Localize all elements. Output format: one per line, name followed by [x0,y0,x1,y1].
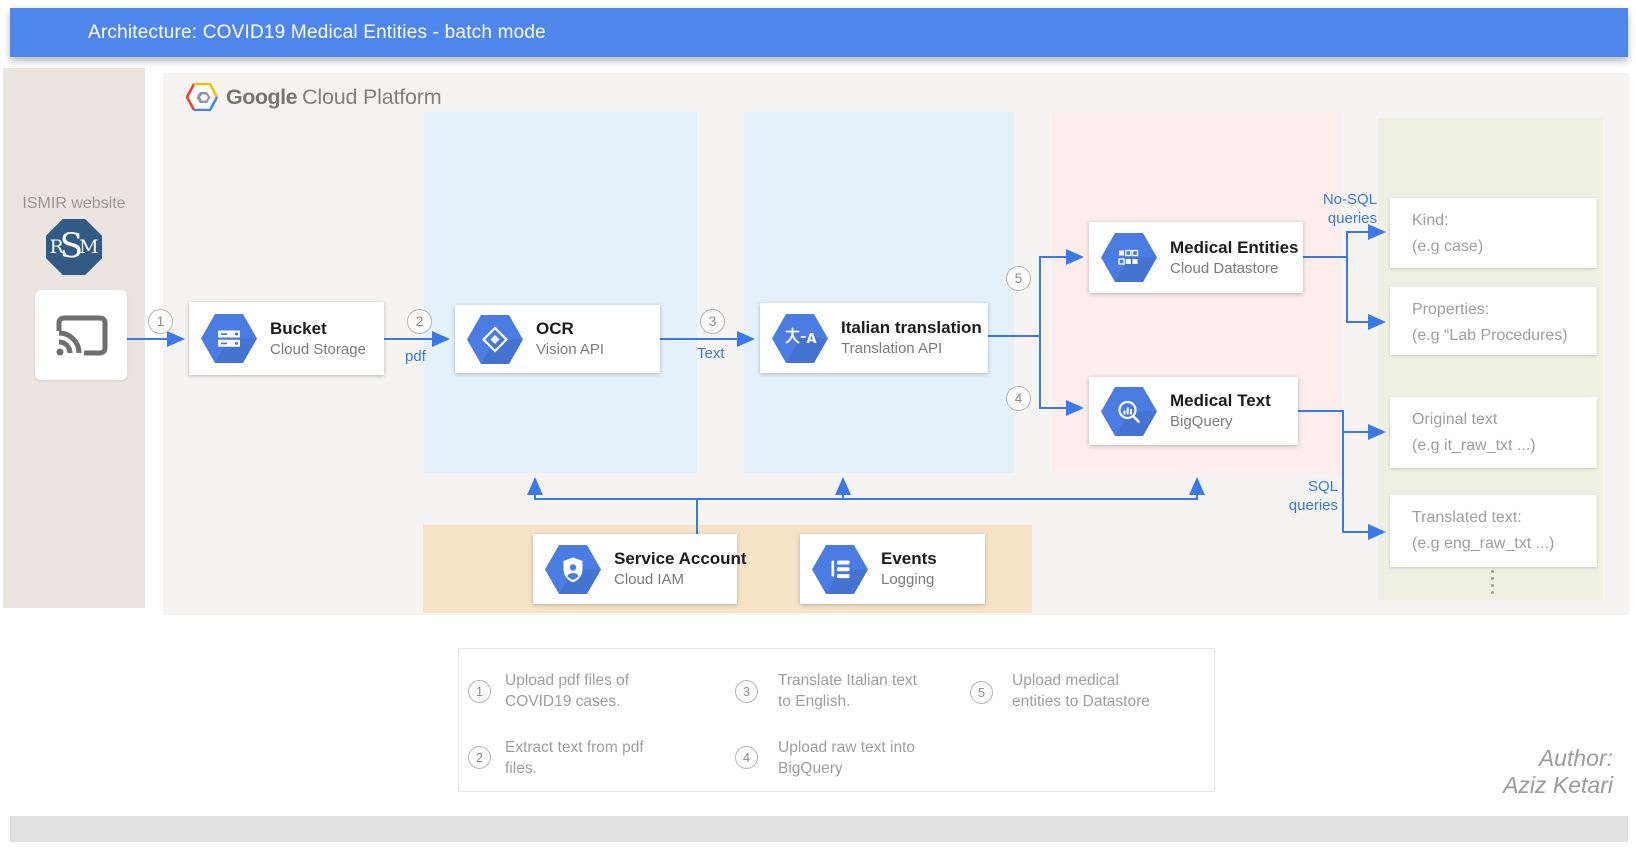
node-events: Events Logging [800,534,985,604]
legend-badge-1: 1 [468,680,491,703]
card-properties: Properties: (e.g “Lab Procedures) [1390,287,1597,355]
node-service-account: Service Account Cloud IAM [533,534,747,604]
node-subtitle: BigQuery [1170,413,1233,430]
node-italian-translation: A Italian translation Translation API [760,303,988,373]
logging-hexagon-icon [812,544,868,594]
node-subtitle: Logging [881,571,935,588]
node-ocr: OCR Vision API [455,305,660,373]
legend-badge-2: 2 [468,746,491,769]
step-badge-4: 4 [1006,386,1031,411]
node-bucket: Bucket Cloud Storage [189,302,384,375]
node-subtitle: Cloud Datastore [1170,259,1279,277]
node-subtitle: Cloud Storage [270,340,366,358]
node-title: OCR [536,319,574,338]
legend-badge-4: 4 [735,746,758,769]
card-original-text: Original text (e.g it_raw_txt ...) [1390,397,1597,468]
node-title: Medical Entities [1170,237,1299,257]
title-bar: Architecture: COVID19 Medical Entities -… [10,8,1628,57]
vision-hexagon-icon [467,314,523,364]
ellipsis-dots [1491,570,1494,594]
legend-item-5: Upload medical entities to Datastore [1012,672,1150,710]
panel-extraction-step2 [744,112,1014,473]
legend-item-4: Upload raw text into BigQuery [778,739,915,777]
node-medical-entities: Medical Entities Cloud Datastore [1089,222,1303,293]
author-credit: Author:Aziz Ketari [1503,745,1613,798]
translation-hexagon-icon: A [772,313,828,363]
flow-label-pdf: pdf [405,348,426,365]
node-title: Service Account [614,549,747,568]
legend-box [458,648,1215,792]
legend-badge-5: 5 [970,681,993,704]
step-badge-3: 3 [700,309,725,334]
flow-label-text: Text [697,345,725,362]
node-subtitle: Vision API [536,341,605,358]
step-badge-2: 2 [407,309,432,334]
node-title: Bucket [270,318,327,338]
node-title: Events [881,549,937,568]
page-title: Architecture: COVID19 Medical Entities -… [88,22,546,43]
storage-hexagon-icon [201,314,257,363]
bigquery-hexagon-icon [1101,386,1157,436]
iam-hexagon-icon [545,544,601,594]
node-subtitle: Translation API [841,340,943,357]
step-badge-5: 5 [1006,266,1031,291]
card-translated-text: Translated text: (e.g eng_raw_txt ...) [1390,495,1597,567]
node-medical-text: Medical Text BigQuery [1089,377,1298,445]
panel-extraction-step1 [424,112,697,473]
datastore-hexagon-icon [1101,233,1157,282]
gcp-hexagon-icon [186,83,218,111]
legend-item-2: Extract text from pdf files. [505,739,644,777]
website-card [35,290,127,380]
legend-item-3: Translate Italian text to English. [778,672,917,710]
card-kind: Kind: (e.g case) [1390,198,1597,268]
node-title: Medical Text [1170,391,1271,410]
sidebar-label: ISMIR website [22,195,126,212]
svg-text:A: A [807,332,817,347]
bottom-bar [10,816,1628,842]
legend-badge-3: 3 [735,680,758,703]
node-subtitle: Cloud IAM [614,571,685,588]
node-title: Italian translation [841,318,982,337]
step-badge-1: 1 [148,309,173,334]
legend-item-1: Upload pdf files of COVID19 cases. [505,672,630,710]
cast-icon [56,315,108,356]
